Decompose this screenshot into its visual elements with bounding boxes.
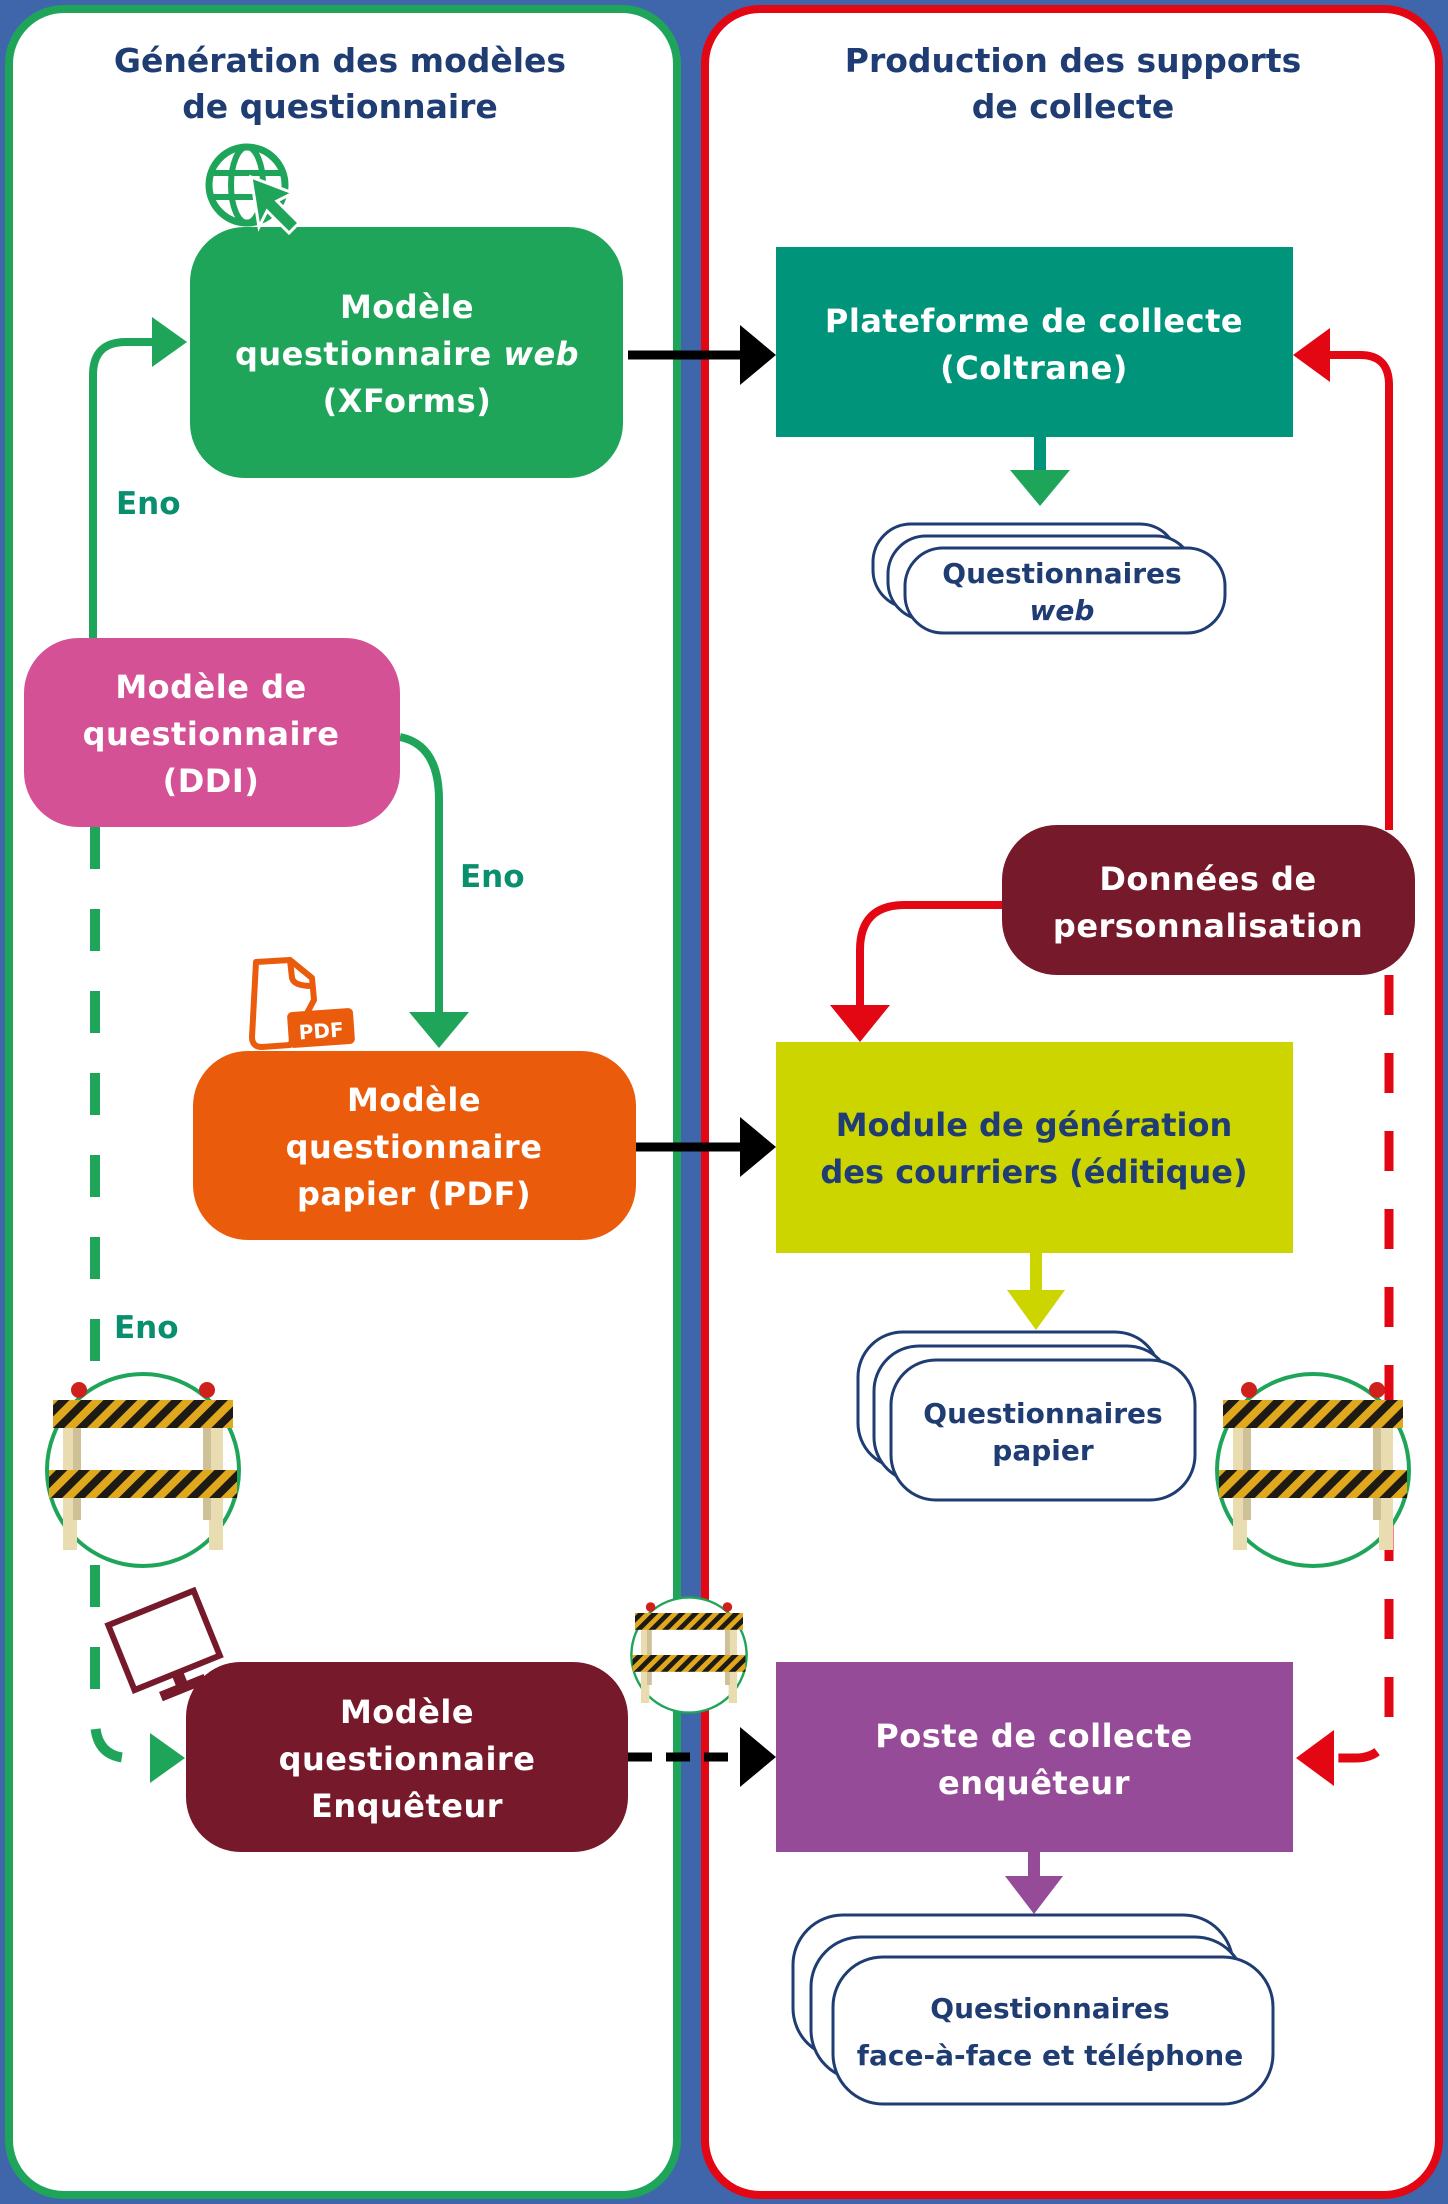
paper-questionnaires-line2: papier [992, 1434, 1094, 1467]
arrowhead-to-post-red [1296, 1730, 1334, 1786]
module-down-stem [1030, 1252, 1042, 1292]
web-model-line3: (XForms) [323, 382, 492, 420]
personalisation-line2: personnalisation [1053, 907, 1363, 945]
interviewer-post-line2: enquêteur [938, 1764, 1130, 1802]
under-construction-barrier-icon [1215, 1372, 1411, 1568]
pdf-file-icon: PDF [249, 957, 355, 1050]
arrowhead-to-pdf-model [409, 1012, 469, 1048]
web-model-line1: Modèle [340, 288, 474, 326]
left-panel-title-line1: Génération des modèles [114, 41, 566, 80]
mailing-module-line1: Module de génération [836, 1106, 1233, 1144]
web-model-box[interactable]: Modèle questionnaire web (XForms) [190, 227, 623, 478]
pdf-model-box[interactable]: Modèle questionnaire papier (PDF) [193, 1051, 636, 1240]
globe-cursor-icon [205, 143, 302, 236]
pdf-model-line3: papier (PDF) [297, 1175, 531, 1213]
arrowhead-to-interviewer-post [740, 1727, 776, 1787]
web-questionnaires-line2: web [1030, 594, 1095, 627]
arrowhead-to-platform-red [1293, 328, 1330, 382]
eno-label-pdf: Eno [460, 859, 525, 895]
paper-questionnaires-stack[interactable]: Questionnaires papier [856, 1330, 1197, 1502]
arrowhead-to-paper-questionnaires [1007, 1290, 1065, 1330]
pdf-model-line1: Modèle [347, 1081, 481, 1119]
mailing-module-line2: des courriers (éditique) [820, 1153, 1247, 1191]
interviewer-post-line1: Poste de collecte [875, 1717, 1192, 1755]
arrowhead-to-interviewer-model [150, 1733, 185, 1783]
arrowhead-to-f2f-questionnaires [1005, 1876, 1063, 1914]
personalisation-line1: Données de [1099, 860, 1316, 898]
web-questionnaires-line1: Questionnaires [942, 557, 1181, 590]
platform-line2: (Coltrane) [940, 349, 1128, 387]
eno-label-web: Eno [116, 486, 181, 522]
paper-questionnaires-line1: Questionnaires [923, 1397, 1162, 1430]
arrowhead-to-platform [740, 325, 776, 385]
ddi-model-line3: (DDI) [163, 762, 260, 800]
interviewer-post-box[interactable]: Poste de collecte enquêteur [776, 1662, 1293, 1852]
interviewer-model-line1: Modèle [340, 1693, 474, 1731]
right-panel-title-line1: Production des supports [845, 41, 1301, 80]
connector-personalisation-to-post [1335, 975, 1394, 1763]
arrowhead-to-module-red [830, 1005, 890, 1042]
platform-down-stem [1034, 437, 1046, 473]
platform-box[interactable]: Plateforme de collecte (Coltrane) [776, 247, 1293, 437]
ddi-model-box[interactable]: Modèle de questionnaire (DDI) [24, 638, 400, 827]
connector-personalisation-to-module [856, 901, 1002, 1010]
connector-ddi-to-web [89, 338, 160, 640]
connector-personalisation-to-platform [1325, 351, 1393, 830]
web-model-line2: questionnaire web [235, 335, 579, 373]
interviewer-model-box[interactable]: Modèle questionnaire Enquêteur [186, 1662, 628, 1852]
left-panel-title-line2: de questionnaire [182, 87, 498, 126]
ddi-model-line2: questionnaire [83, 715, 340, 753]
monitor-icon [104, 1586, 224, 1702]
arrowhead-to-mailing-module [740, 1117, 776, 1177]
f2f-questionnaires-line2: face-à-face et téléphone [857, 2039, 1243, 2072]
arrowhead-to-web-model [152, 317, 187, 367]
ddi-model-line1: Modèle de [115, 668, 306, 706]
web-questionnaires-stack[interactable]: Questionnaires web [871, 522, 1227, 635]
mailing-module-box[interactable]: Module de génération des courriers (édit… [776, 1042, 1293, 1253]
interviewer-model-line3: Enquêteur [311, 1787, 503, 1825]
interviewer-model-line2: questionnaire [279, 1740, 536, 1778]
arrowhead-to-web-questionnaires [1010, 470, 1070, 506]
post-down-stem [1028, 1852, 1040, 1877]
under-construction-barrier-icon [630, 1596, 748, 1714]
eno-label-interviewer: Eno [114, 1310, 179, 1346]
under-construction-barrier-icon [45, 1372, 241, 1568]
pdf-icon-label: PDF [298, 1017, 344, 1044]
personalisation-box[interactable]: Données de personnalisation [1002, 825, 1415, 975]
pdf-model-line2: questionnaire [286, 1128, 543, 1166]
platform-line1: Plateforme de collecte [825, 302, 1243, 340]
connector-ddi-to-interviewer [90, 827, 150, 1763]
f2f-questionnaires-line1: Questionnaires [930, 1992, 1169, 2025]
connector-ddi-to-pdf [398, 733, 443, 1020]
right-panel-title-line2: de collecte [972, 87, 1174, 126]
f2f-questionnaires-stack[interactable]: Questionnaires face-à-face et téléphone [791, 1913, 1275, 2106]
